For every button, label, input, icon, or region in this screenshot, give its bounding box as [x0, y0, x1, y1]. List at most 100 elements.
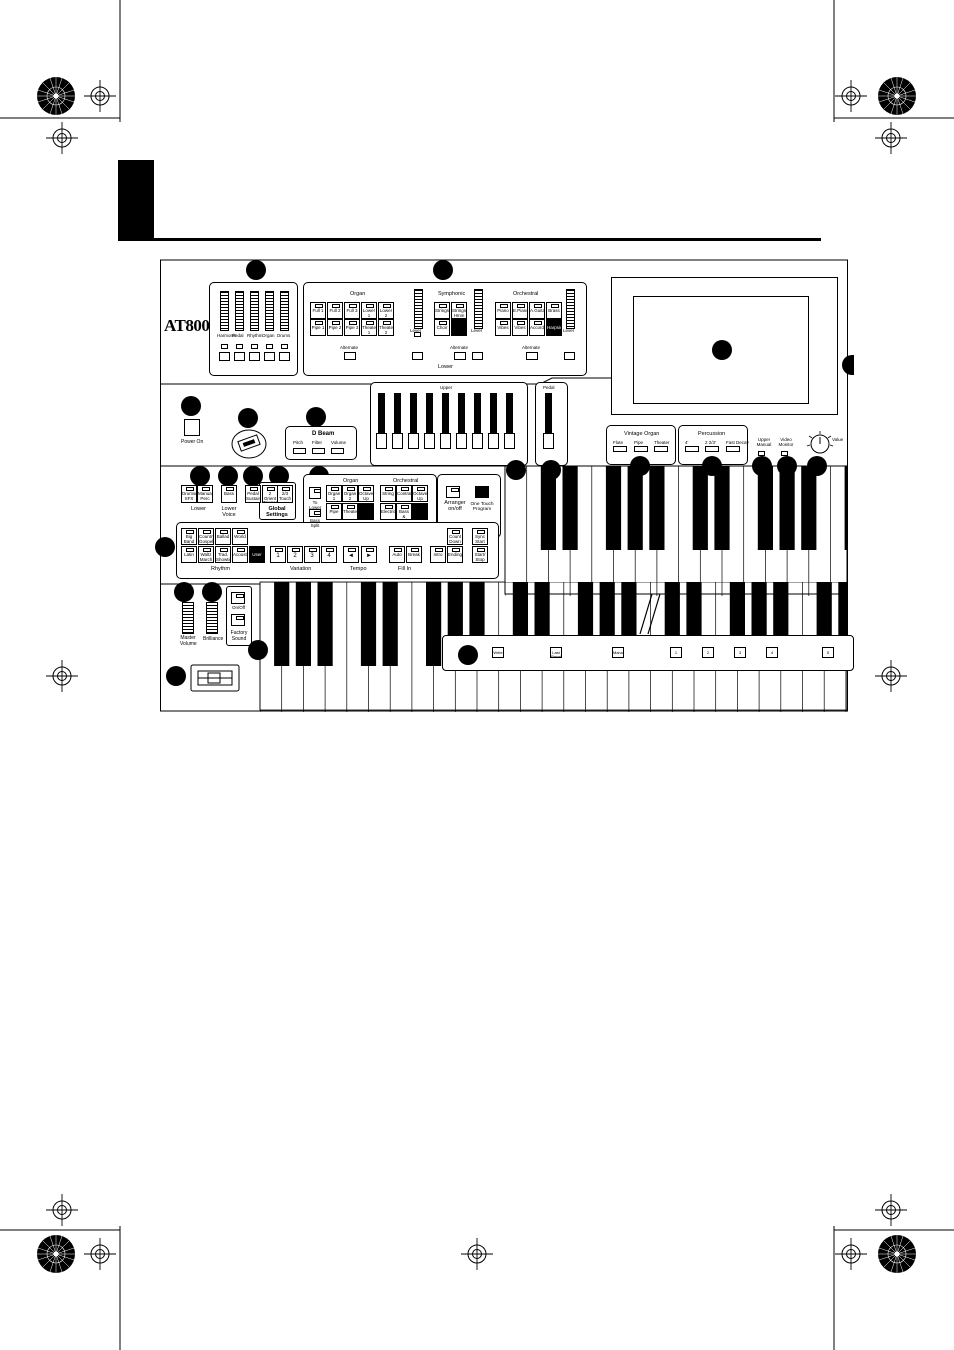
lower-organ-button[interactable]: Pipe 1 [310, 319, 326, 336]
part-balance-meter[interactable] [220, 291, 229, 331]
lower-organ-button[interactable]: Lower 2 [378, 302, 394, 319]
lower-level-button[interactable] [472, 352, 483, 360]
value-dial-icon[interactable] [806, 430, 834, 458]
percussion-button[interactable] [705, 446, 719, 452]
start-stop-button[interactable]: Start/ Stop [472, 546, 488, 563]
tempo-button[interactable]: ► [361, 546, 377, 563]
upper-drawbar-knob[interactable] [392, 433, 403, 449]
lower-button-c[interactable]: Bass [221, 485, 237, 503]
black-key[interactable] [274, 582, 290, 666]
registration-button[interactable]: 4 [766, 647, 778, 658]
registration-button[interactable]: Last Reset [550, 647, 562, 658]
upper-drawbar-knob[interactable] [488, 433, 499, 449]
brilliance-slider[interactable] [206, 602, 218, 634]
fillin-button[interactable]: Break [406, 546, 422, 563]
upper-drawbar[interactable] [394, 393, 401, 439]
rhythm-genre-button[interactable]: World [232, 528, 248, 545]
dbeam-button[interactable] [331, 448, 344, 454]
alternate-button[interactable] [454, 352, 466, 360]
variation-button[interactable]: 1 [270, 546, 286, 563]
upper-drawbar-knob[interactable] [504, 433, 515, 449]
black-key[interactable] [627, 466, 643, 550]
lower-organ-button[interactable]: Pipe 3 [344, 319, 360, 336]
lower-level-button[interactable] [412, 352, 423, 360]
dbeam-button[interactable] [293, 448, 306, 454]
black-key[interactable] [562, 466, 578, 550]
black-key[interactable] [360, 582, 377, 666]
rhythm-genre-button[interactable]: User [249, 546, 265, 563]
black-key[interactable] [844, 466, 848, 550]
vintage-button[interactable] [654, 446, 668, 452]
lower-orchestral-button[interactable]: A.Guitar [529, 302, 545, 319]
disk-drive-icon[interactable] [230, 428, 268, 460]
alternate-button[interactable] [344, 352, 356, 360]
part-balance-meter[interactable] [280, 291, 289, 331]
part-balance-led[interactable] [281, 344, 288, 349]
lower-button-e[interactable]: 2 Orient Trigger [262, 485, 278, 503]
part-balance-led[interactable] [251, 344, 258, 349]
upper-drawbar[interactable] [474, 393, 481, 439]
bass-split-button[interactable] [309, 509, 321, 517]
vintage-button[interactable] [613, 446, 627, 452]
rhythm-genre-button[interactable]: Acoustic [232, 546, 248, 563]
lower-organ-button[interactable]: Full 3 [344, 302, 360, 319]
alternate-button[interactable] [526, 352, 538, 360]
lower-button-a[interactable]: Drums/ SFX [181, 485, 197, 503]
lower-button-b[interactable]: Manual Perc [197, 485, 213, 503]
upper-drawbar[interactable] [378, 393, 385, 439]
part-balance-meter[interactable] [235, 291, 244, 331]
part-balance-button[interactable] [249, 352, 260, 361]
pedal-organ-button[interactable]: Organ 1 [326, 485, 342, 502]
lower-button-f[interactable]: 2/3 Touch [277, 485, 293, 503]
percussion-button[interactable] [685, 446, 699, 452]
lower-organ-level-led[interactable] [414, 332, 421, 337]
lower-orchestral-button[interactable]: E.Piano [512, 302, 528, 319]
part-balance-button[interactable] [279, 352, 290, 361]
pedal-orchestral-button[interactable]: Electric [380, 503, 396, 520]
pedal-orchestral-button[interactable]: Contrabass [396, 485, 412, 502]
lower-organ-button[interactable]: Theater 2 [378, 319, 394, 336]
pedal-orchestral-user-button[interactable] [412, 503, 428, 520]
percussion-button[interactable] [726, 446, 740, 452]
countdown-button[interactable]: Count Down [447, 528, 463, 545]
black-key[interactable] [540, 466, 556, 550]
black-key[interactable] [801, 466, 817, 550]
rhythm-genre-button[interactable]: Country Gospel [198, 528, 214, 545]
black-key[interactable] [714, 466, 730, 550]
vintage-button[interactable] [634, 446, 648, 452]
lower-organ-button[interactable]: Full 2 [327, 302, 343, 319]
upper-drawbar-knob[interactable] [472, 433, 483, 449]
lower-symphonic-button[interactable]: Choir [434, 319, 450, 336]
part-balance-button[interactable] [219, 352, 230, 361]
registration-button[interactable]: 3 [734, 647, 746, 658]
variation-button[interactable]: 4 [321, 546, 337, 563]
black-key[interactable] [779, 466, 795, 550]
upper-drawbar-knob[interactable] [440, 433, 451, 449]
pedal-orchestral-button[interactable]: String [380, 485, 396, 502]
lower-organ-button[interactable]: Theater 1 [361, 319, 377, 336]
rhythm-genre-button[interactable]: Big Band Swing [181, 528, 197, 545]
lower-orchestral-button[interactable]: Harpsichord [546, 319, 562, 336]
registration-button[interactable]: 2 [702, 647, 714, 658]
lower-orchestral-button[interactable]: Brass [546, 302, 562, 319]
black-key[interactable] [757, 466, 773, 550]
upper-drawbar[interactable] [426, 393, 433, 439]
lower-organ-button[interactable]: Pipe 2 [327, 319, 343, 336]
lower-orchestral-button[interactable]: Vibes [495, 319, 511, 336]
part-balance-button[interactable] [234, 352, 245, 361]
upper-drawbar-knob[interactable] [456, 433, 467, 449]
variation-button[interactable]: 2 [287, 546, 303, 563]
pedal-organ-user-button[interactable] [358, 503, 374, 520]
black-key[interactable] [605, 466, 622, 550]
fillin-button[interactable]: Auto [389, 546, 405, 563]
lower-organ-button[interactable]: Full 1 [310, 302, 326, 319]
lower-organ-meter[interactable] [414, 289, 423, 329]
upper-drawbar-knob[interactable] [376, 433, 387, 449]
rhythm-genre-button[interactable]: Waltz March [198, 546, 214, 563]
pedal-organ-button[interactable]: Octave Up [358, 485, 374, 502]
upper-drawbar[interactable] [490, 393, 497, 439]
pedal-drawbar[interactable] [545, 393, 552, 439]
pedal-organ-button[interactable]: Organ 2 [342, 485, 358, 502]
lower-orchestral-button[interactable]: Vibes [512, 319, 528, 336]
lower-symphonic-user-button[interactable] [451, 319, 467, 336]
